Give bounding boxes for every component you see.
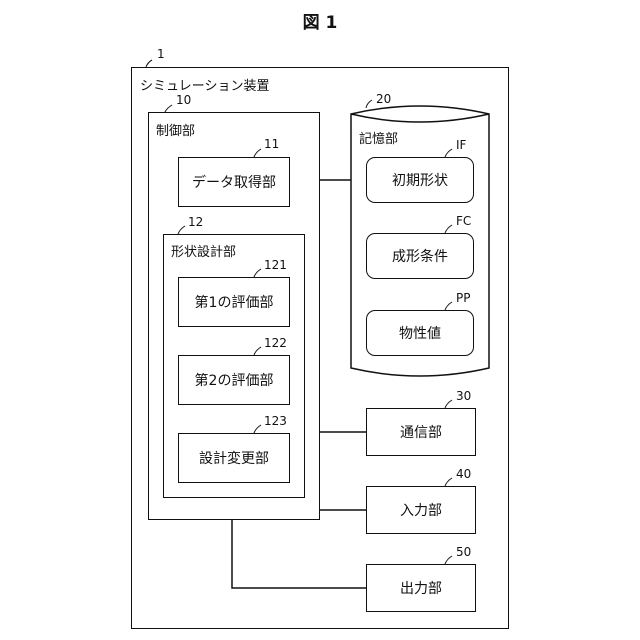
output-ref: 50 [456, 545, 471, 559]
ref-leader-12 [178, 226, 185, 234]
ref-leader-40 [445, 478, 452, 486]
ref-leader-10 [165, 105, 172, 112]
control-to-output-line [232, 520, 366, 588]
property-values-ref: PP [456, 291, 470, 305]
ref-leader-122 [254, 347, 261, 355]
input-label: 入力部 [366, 486, 476, 534]
ref-leader-30 [445, 400, 452, 408]
communication-label: 通信部 [366, 408, 476, 456]
input-ref: 40 [456, 467, 471, 481]
initial-shape-ref: IF [456, 138, 466, 152]
ref-leader-11 [254, 149, 261, 157]
molding-conditions-box: 成形条件 [366, 233, 474, 279]
initial-shape-box: 初期形状 [366, 157, 474, 203]
output-label: 出力部 [366, 564, 476, 612]
ref-leader-50 [445, 556, 452, 564]
molding-conditions-ref: FC [456, 214, 471, 228]
ref-leader-20 [366, 100, 372, 108]
ref-leader-123 [254, 425, 261, 433]
property-values-box: 物性値 [366, 310, 474, 356]
storage-ref: 20 [376, 92, 391, 106]
communication-ref: 30 [456, 389, 471, 403]
ref-leader-121 [254, 269, 261, 277]
ref-leader-1 [146, 60, 152, 67]
storage-label: 記憶部 [359, 128, 398, 147]
